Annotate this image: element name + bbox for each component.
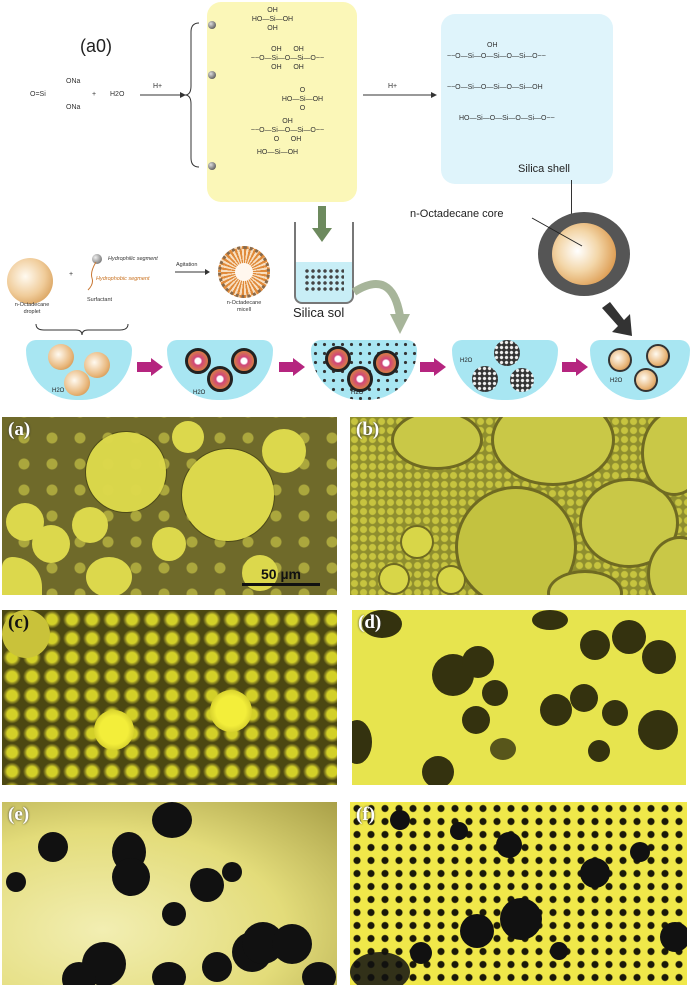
water-reactant: H2O xyxy=(110,91,125,98)
scale-bar: 50 µm xyxy=(242,567,320,586)
arrow-right-icon xyxy=(420,358,446,376)
bowl-step-4: H2O xyxy=(452,340,558,400)
sodium-silicate: ONa O=Si ONa xyxy=(30,78,81,111)
micrograph-b: (b) xyxy=(350,417,687,595)
shell-label: Silica shell xyxy=(518,163,570,175)
core-label: n-Octadecane core xyxy=(410,208,504,220)
micrograph-a: (a) 50 µm xyxy=(2,417,337,595)
hydrophobic-label: Hydrophobic segment xyxy=(96,276,150,282)
micrograph-f: (f) xyxy=(350,802,687,985)
arrow-right-icon xyxy=(175,269,210,275)
surfactant-icon xyxy=(92,254,102,264)
arrow-down-right-icon xyxy=(602,302,632,336)
panel-label-f: (f) xyxy=(356,804,375,825)
surfactant-label: Surfactant xyxy=(87,297,113,303)
bullet-3 xyxy=(208,162,216,170)
process-steps: H2O H2O H2O H2O H2O xyxy=(0,336,693,406)
panel-label-c: (c) xyxy=(8,612,30,633)
arrow-right-icon xyxy=(279,358,305,376)
scheme-label: (a0) xyxy=(80,36,113,56)
arrow-down-icon xyxy=(312,206,332,242)
micrograph-e: (e) xyxy=(2,802,337,985)
brace-icon xyxy=(35,323,129,336)
micrograph-c: (c) xyxy=(2,610,337,785)
scale-bar-text: 50 µm xyxy=(261,566,301,582)
bullet-1 xyxy=(208,21,216,29)
bowl-step-5: H2O xyxy=(590,340,690,400)
panel-label-a: (a) xyxy=(8,419,31,440)
bullet-2 xyxy=(208,71,216,79)
panel-label-d: (d) xyxy=(358,612,382,633)
silicic-acid-box xyxy=(207,2,357,202)
arrow-right-icon xyxy=(137,358,163,376)
hydrophilic-label: Hydrophilic segment xyxy=(108,256,158,262)
silica-shell-box xyxy=(441,14,613,184)
bowl-step-3: H2O xyxy=(311,340,417,400)
panel-label-e: (e) xyxy=(8,804,30,825)
arrow-right-icon xyxy=(363,92,437,98)
shell-network: OH ~~O—Si—O—Si—O—Si—O~~ ~~O—Si—O—Si—O—Si… xyxy=(447,42,555,122)
sol-label: Silica sol xyxy=(293,305,345,320)
bowl-step-1: H2O xyxy=(26,340,132,400)
curved-arrow-icon xyxy=(352,280,410,334)
bowl-step-2: H2O xyxy=(167,340,273,400)
micelle xyxy=(218,246,270,298)
agitation-label: Agitation xyxy=(176,262,198,268)
arrow-right-icon xyxy=(562,358,588,376)
beaker xyxy=(294,222,354,304)
arrow-right-icon xyxy=(140,92,186,98)
octadecane-droplet xyxy=(7,258,53,304)
core-pointer-line xyxy=(531,217,583,247)
brace-icon xyxy=(184,22,200,168)
core-shell-particle xyxy=(538,212,630,296)
plus-sign: + xyxy=(92,91,97,98)
panel-label-b: (b) xyxy=(356,419,380,440)
micrograph-d: (d) xyxy=(352,610,686,785)
